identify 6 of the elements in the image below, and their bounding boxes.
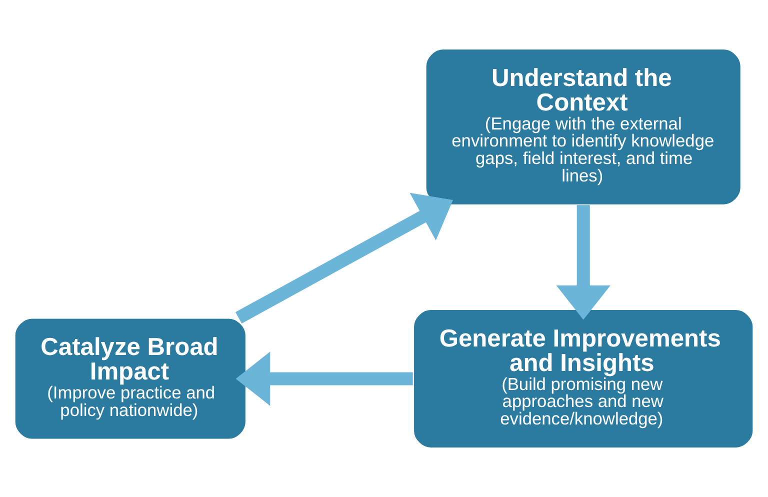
arrow <box>556 205 610 320</box>
arrow <box>236 352 413 406</box>
node-box: Catalyze Broad Impact (Improve practice and policy nationwide) <box>14 317 247 440</box>
arrow <box>235 192 453 324</box>
node-box: Generate Improvements and Insights (Build promising new approaches and new evidence/knowledge) <box>412 308 754 449</box>
node-box: Understand the Context (Engage with the external environment to identify knowledge gaps, field interest, and time lines) <box>424 48 742 206</box>
